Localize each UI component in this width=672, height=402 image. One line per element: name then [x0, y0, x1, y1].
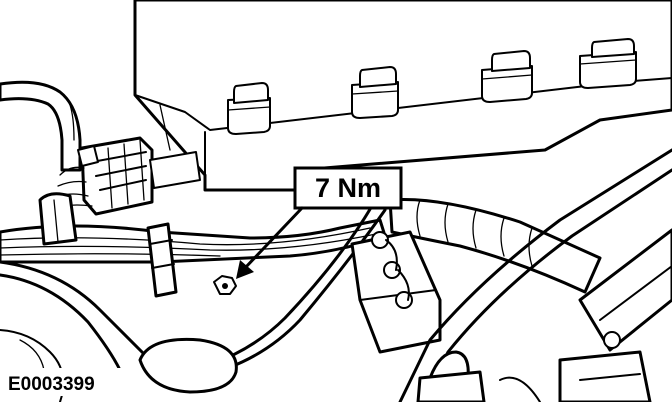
frame-rails — [398, 148, 672, 402]
wiring-harness — [0, 192, 387, 264]
harness-connector — [57, 136, 201, 216]
bolt-head-right — [603, 331, 621, 349]
coil-cap-4 — [579, 38, 637, 89]
callout-box — [293, 166, 403, 210]
fitting-1 — [371, 231, 389, 249]
nut-center — [222, 283, 228, 289]
cable-run — [0, 204, 387, 372]
coolant-hose — [0, 80, 82, 172]
coil-cap-2 — [351, 66, 399, 119]
corrugated-hose — [388, 198, 602, 294]
valve-block — [350, 230, 442, 354]
torque-label: 7 Nm — [315, 173, 381, 203]
harness-clip — [146, 222, 178, 298]
torque-callout: 7 Nm — [236, 166, 403, 279]
retaining-nut — [213, 275, 237, 295]
coil-cap-1 — [227, 82, 271, 135]
figure-reference-id: E0003399 — [8, 374, 95, 395]
lower-components — [0, 329, 652, 402]
leader-arrowhead — [236, 260, 254, 279]
leader-line — [243, 206, 304, 270]
module-housing — [133, 0, 672, 192]
coil-cap-3 — [481, 50, 533, 103]
